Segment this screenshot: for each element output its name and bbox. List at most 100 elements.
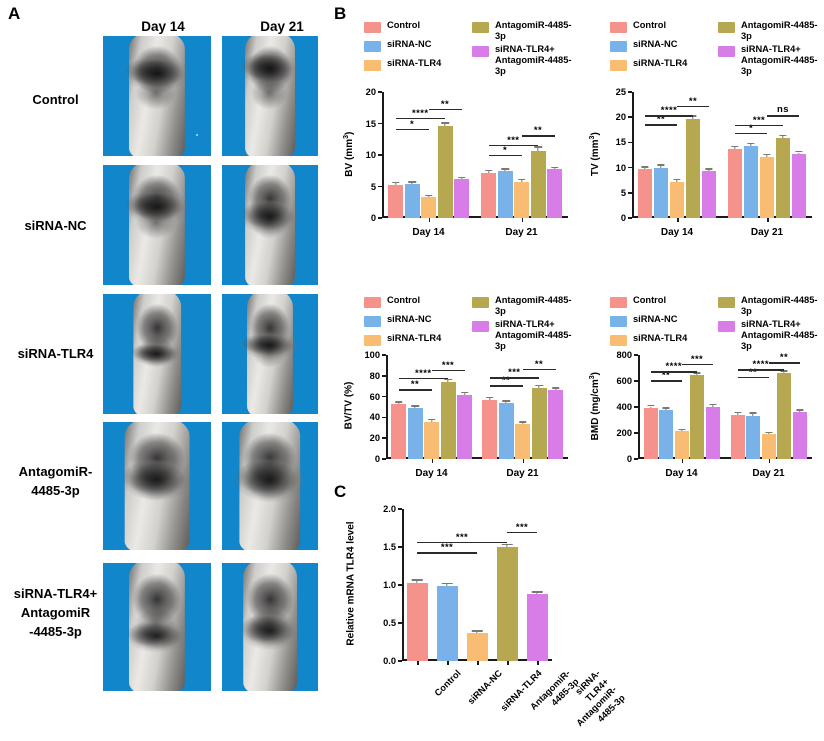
significance-line-1 bbox=[398, 377, 448, 380]
legend-swatch-2 bbox=[610, 60, 627, 71]
bar-mrna-1 bbox=[436, 582, 458, 661]
error-bar bbox=[520, 180, 523, 182]
bone-lesion bbox=[115, 455, 199, 504]
bar-tv-Day14-1 bbox=[653, 164, 669, 218]
bar-bvtv-Day14-1 bbox=[407, 405, 423, 459]
y-axis bbox=[402, 509, 404, 661]
legend-label-4: siRNA-TLR4+ AntagomiR-4485-3p bbox=[495, 319, 572, 351]
significance-label-1: **** bbox=[415, 367, 432, 379]
bar-mrna-3 bbox=[496, 543, 518, 661]
legend-swatch-2 bbox=[364, 335, 381, 346]
error-bar bbox=[692, 116, 694, 120]
significance-label-5: ** bbox=[533, 125, 543, 137]
legend-item-1: siRNA-NC bbox=[610, 314, 677, 327]
bar-bmd-Day21-2 bbox=[761, 431, 776, 459]
error-cap bbox=[427, 418, 436, 421]
error-cap bbox=[484, 170, 493, 172]
y-tick-label: 0.0 bbox=[383, 656, 396, 666]
bar-bvtv-Day21-3 bbox=[531, 384, 547, 459]
significance-label-1: *** bbox=[455, 531, 469, 543]
bar-mrna-4 bbox=[526, 591, 548, 661]
significance-line-4 bbox=[488, 144, 538, 147]
y-tick bbox=[382, 375, 386, 377]
bar-bvtv-Day14-4 bbox=[457, 391, 472, 459]
error-cap bbox=[747, 143, 755, 145]
legend-swatch-1 bbox=[364, 316, 381, 327]
error-cap bbox=[734, 411, 741, 414]
x-group-label-1: Day 21 bbox=[505, 227, 538, 238]
error-bar bbox=[767, 433, 770, 435]
y-tick bbox=[382, 458, 386, 460]
legend-item-4: siRNA-TLR4+ AntagomiR-4485-3p bbox=[718, 319, 824, 352]
significance-line-0 bbox=[650, 380, 682, 382]
error-cap bbox=[765, 431, 772, 434]
legend-swatch-3 bbox=[472, 22, 489, 33]
bar-tv-Day21-4 bbox=[791, 151, 807, 218]
legend-label-1: siRNA-NC bbox=[387, 39, 432, 49]
legend-item-4: siRNA-TLR4+ AntagomiR-4485-3p bbox=[718, 44, 824, 77]
error-cap bbox=[779, 134, 787, 137]
significance-label-2: *** bbox=[515, 521, 529, 533]
y-tick bbox=[628, 192, 632, 194]
error-bar bbox=[447, 380, 449, 383]
legend-item-1: siRNA-NC bbox=[610, 39, 677, 52]
error-cap bbox=[471, 630, 483, 632]
bar-bvtv-Day21-2 bbox=[515, 421, 530, 459]
y-tick-label: 1.0 bbox=[383, 580, 396, 590]
significance-line-1 bbox=[645, 115, 693, 117]
error-bar bbox=[538, 385, 540, 388]
legend-label-1: siRNA-NC bbox=[633, 314, 678, 324]
x-group-label-1: Day 21 bbox=[506, 468, 539, 479]
error-bar bbox=[798, 152, 800, 154]
error-cap bbox=[444, 378, 452, 381]
legend-swatch-4 bbox=[718, 321, 735, 332]
panel-a-column-header-day14: Day 14 bbox=[141, 19, 185, 34]
error-cap bbox=[411, 579, 423, 581]
error-cap bbox=[411, 405, 419, 407]
legend-item-2: siRNA-TLR4 bbox=[610, 58, 687, 71]
y-tick bbox=[378, 122, 382, 125]
bar-bmd-Day14-1 bbox=[659, 407, 673, 459]
significance-label-0: ** bbox=[410, 379, 420, 391]
error-cap bbox=[501, 168, 509, 170]
error-bar bbox=[476, 631, 478, 633]
legend-swatch-2 bbox=[610, 335, 627, 346]
microct-image-combo-day14 bbox=[103, 563, 211, 691]
image-speck bbox=[195, 134, 198, 137]
y-tick-label: 200 bbox=[616, 428, 632, 438]
legend-item-3: AntagomiR-4485-3p bbox=[472, 295, 580, 317]
y-tick bbox=[378, 91, 382, 93]
y-tick bbox=[628, 217, 632, 219]
y-tick-label: 80 bbox=[369, 370, 380, 381]
bone-lesion bbox=[119, 52, 195, 94]
error-cap bbox=[485, 396, 494, 399]
significance-line-3 bbox=[489, 385, 523, 387]
error-cap bbox=[657, 164, 665, 166]
significance-label-2: ** bbox=[688, 95, 698, 107]
legend-item-1: siRNA-NC bbox=[364, 39, 431, 52]
error-bar bbox=[427, 195, 430, 198]
error-cap bbox=[391, 181, 400, 184]
legend-swatch-1 bbox=[610, 41, 627, 52]
y-tick-label: 20 bbox=[615, 112, 626, 123]
y-tick-label: 10 bbox=[365, 150, 376, 160]
significance-line-3 bbox=[488, 155, 522, 157]
y-tick-label: 100 bbox=[364, 350, 380, 360]
y-tick-label: 15 bbox=[615, 137, 626, 148]
significance-label-0: *** bbox=[440, 542, 454, 554]
significance-label-1: **** bbox=[665, 361, 682, 373]
x-tick bbox=[477, 661, 479, 665]
y-tick bbox=[378, 154, 382, 156]
legend-label-0: Control bbox=[633, 295, 667, 305]
legend-item-1: siRNA-NC bbox=[364, 314, 431, 327]
y-axis-title: BV/TV (%) bbox=[343, 381, 355, 430]
error-bar bbox=[766, 155, 768, 157]
microct-image-combo-day21 bbox=[222, 563, 318, 691]
significance-label-3: ** bbox=[748, 367, 758, 379]
bar-bmd-Day14-4 bbox=[705, 404, 720, 459]
y-axis-title: BMD (mg/cm3) bbox=[588, 371, 602, 441]
legend-swatch-4 bbox=[472, 46, 489, 57]
y-tick-label: 20 bbox=[369, 433, 380, 444]
